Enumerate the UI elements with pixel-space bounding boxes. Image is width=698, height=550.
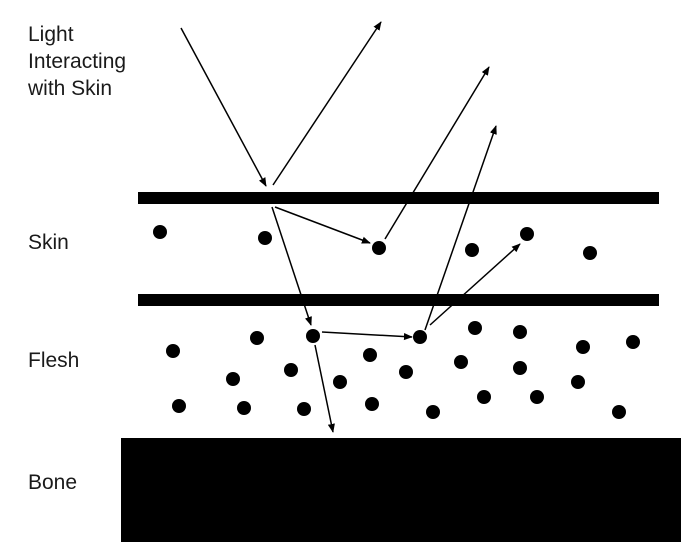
flesh-particle (365, 397, 379, 411)
title-line-3: with Skin (28, 77, 113, 100)
flesh-particle (250, 331, 264, 345)
flesh-particle (530, 390, 544, 404)
skin-particle (520, 227, 534, 241)
flesh-particle (306, 329, 320, 343)
refracted-ray-skin (274, 206, 371, 244)
scattered-ray-to-particle (429, 243, 521, 326)
flesh-layer-label: Flesh (28, 349, 80, 372)
scattered-ray-flesh-exit (424, 125, 497, 331)
skin-top-boundary (138, 192, 659, 204)
scattered-ray-skin-exit (384, 66, 490, 240)
flesh-particle (413, 330, 427, 344)
flesh-particle (454, 355, 468, 369)
flesh-particle (612, 405, 626, 419)
flesh-particle (297, 402, 311, 416)
scattering-particles (153, 225, 640, 419)
flesh-particle (626, 335, 640, 349)
flesh-particle (172, 399, 186, 413)
bone-layer (121, 438, 681, 542)
refracted-ray-flesh (271, 206, 312, 326)
skin-bottom-boundary (138, 294, 659, 306)
title-line-2: Interacting (28, 50, 127, 73)
flesh-particle (513, 361, 527, 375)
flesh-particle (363, 348, 377, 362)
skin-particle (372, 241, 386, 255)
light-rays (180, 21, 521, 433)
flesh-particle (226, 372, 240, 386)
skin-particle (153, 225, 167, 239)
skin-particle (258, 231, 272, 245)
scattered-ray-flesh (321, 331, 413, 341)
title-line-1: Light (28, 23, 74, 46)
flesh-particle (399, 365, 413, 379)
flesh-particle (571, 375, 585, 389)
flesh-particle (333, 375, 347, 389)
flesh-particle (237, 401, 251, 415)
skin-particle (465, 243, 479, 257)
skin-layer-label: Skin (28, 231, 69, 254)
flesh-particle (513, 325, 527, 339)
scattered-ray-to-bone (314, 344, 335, 433)
flesh-particle (576, 340, 590, 354)
flesh-particle (426, 405, 440, 419)
flesh-particle (477, 390, 491, 404)
diagram-title: Light Interacting with Skin (28, 21, 126, 102)
flesh-particle (468, 321, 482, 335)
flesh-particle (284, 363, 298, 377)
bone-layer-label: Bone (28, 471, 78, 494)
skin-particle (583, 246, 597, 260)
incident-ray (180, 27, 267, 187)
surface-reflected-ray (272, 21, 382, 186)
flesh-particle (166, 344, 180, 358)
